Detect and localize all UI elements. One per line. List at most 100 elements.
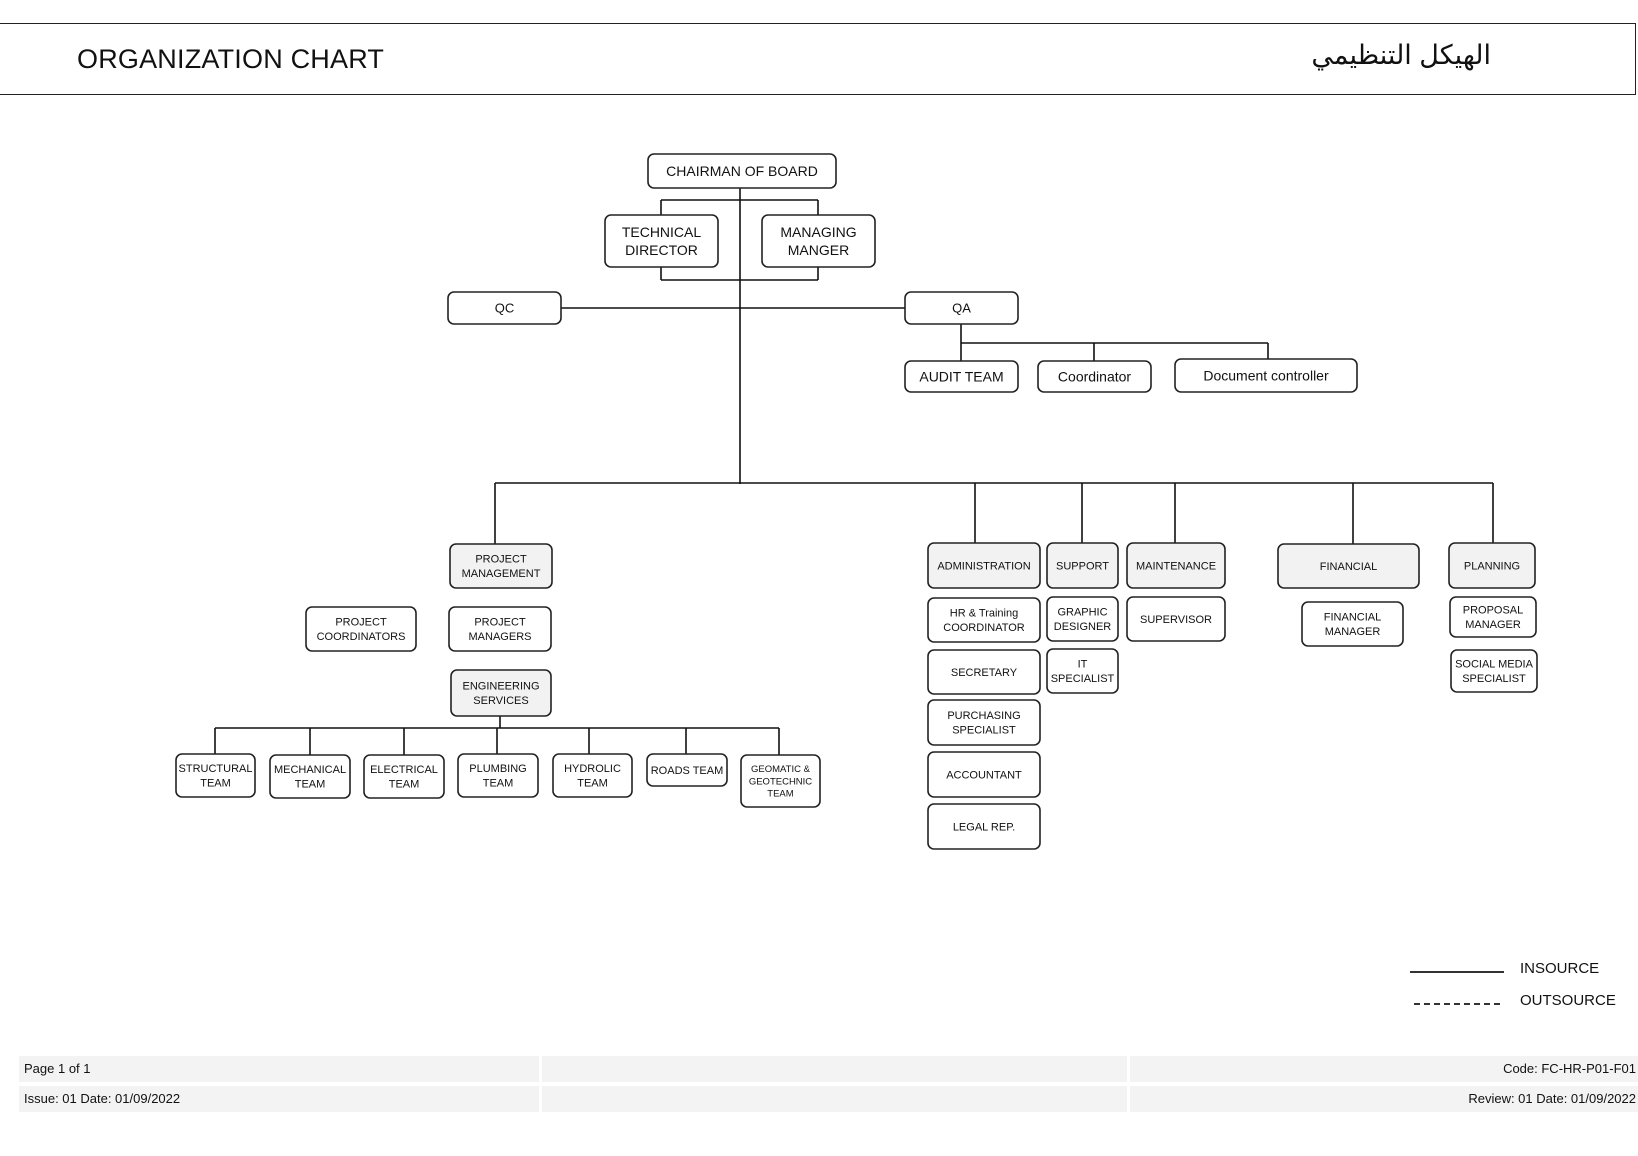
- secretary-box-label: SECRETARY: [951, 667, 1018, 679]
- qa-box: QA: [904, 291, 1019, 325]
- plumbing-team-box-label: TEAM: [483, 778, 514, 790]
- qc-box: QC: [447, 291, 562, 325]
- mechanical-team-box: MECHANICAL TEAM: [269, 754, 351, 799]
- proposal-manager-box-label: MANAGER: [1465, 619, 1521, 631]
- review-date: Review: 01 Date: 01/09/2022: [1130, 1086, 1638, 1112]
- structural-team-box-label: TEAM: [200, 778, 231, 790]
- mechanical-team-box-label: MECHANICAL: [274, 764, 346, 776]
- project-management-box-frame: [449, 543, 553, 589]
- purchasing-specialist-box-label: SPECIALIST: [952, 725, 1016, 737]
- engineering-services-box: ENGINEERING SERVICES: [450, 669, 552, 717]
- managing-manager-box-label: MANGER: [788, 242, 849, 258]
- document-controller-box: Document controller: [1174, 358, 1358, 393]
- it-specialist-box-label: IT: [1078, 659, 1088, 671]
- technical-director-box-label: TECHNICAL: [622, 224, 702, 240]
- technical-director-box: TECHNICAL DIRECTOR: [604, 214, 719, 268]
- purchasing-specialist-box-label: PURCHASING: [947, 710, 1020, 722]
- chairman-box: CHAIRMAN OF BOARD: [647, 153, 837, 189]
- accountant-box-label: ACCOUNTANT: [946, 769, 1022, 781]
- project-management-box-label: PROJECT: [475, 554, 527, 566]
- graphic-designer-box-label: GRAPHIC: [1057, 607, 1107, 619]
- project-coordinators-box-label: COORDINATORS: [317, 631, 406, 643]
- footer-row-2: Issue: 01 Date: 01/09/2022 Review: 01 Da…: [19, 1086, 1638, 1112]
- maintenance-box-frame: [1126, 542, 1226, 589]
- audit-team-box-frame: [904, 360, 1019, 393]
- administration-box-frame: [927, 542, 1041, 589]
- legend-outsource: OUTSOURCE: [1410, 992, 1630, 1016]
- managing-manager-box: MANAGING MANGER: [761, 214, 876, 268]
- connector-lines: [214, 188, 1494, 755]
- project-coordinators-box-label: PROJECT: [335, 617, 387, 629]
- plumbing-team-box-frame: [457, 753, 539, 798]
- social-media-specialist-box-label: SOCIAL MEDIA: [1455, 659, 1533, 671]
- legal-rep-box-frame: [927, 803, 1041, 850]
- audit-team-box: AUDIT TEAM: [904, 360, 1019, 393]
- footer-spacer: [542, 1056, 1127, 1082]
- project-managers-box-label: MANAGERS: [469, 631, 532, 643]
- proposal-manager-box-label: PROPOSAL: [1463, 605, 1524, 617]
- solid-line-sample: [1410, 971, 1504, 973]
- it-specialist-box-frame: [1046, 648, 1119, 694]
- administration-box-label: ADMINISTRATION: [937, 560, 1030, 572]
- maintenance-box: MAINTENANCE: [1126, 542, 1226, 589]
- hr-coordinator-box-frame: [927, 597, 1041, 643]
- qa-box-label: QA: [952, 301, 971, 316]
- social-media-specialist-box-frame: [1450, 649, 1538, 693]
- support-box: SUPPORT: [1046, 542, 1119, 589]
- engineering-services-box-label: ENGINEERING: [462, 681, 539, 693]
- roads-team-box-frame: [646, 753, 728, 787]
- geomatic-team-box-label: TEAM: [767, 789, 793, 800]
- roads-team-box: ROADS TEAM: [646, 753, 728, 787]
- coordinator-box: Coordinator: [1037, 360, 1152, 393]
- footer-row-1: Page 1 of 1 Code: FC-HR-P01-F01: [19, 1056, 1638, 1082]
- geomatic-team-box-label: GEOTECHNIC: [749, 776, 812, 787]
- page-title-arabic: الهيكل التنظيمي: [1311, 40, 1491, 70]
- supervisor-box: SUPERVISOR: [1126, 596, 1226, 642]
- managing-manager-box-label: MANAGING: [780, 224, 856, 240]
- accountant-box-frame: [927, 751, 1041, 798]
- coordinator-box-label: Coordinator: [1058, 368, 1131, 384]
- chairman-box-label: CHAIRMAN OF BOARD: [666, 163, 818, 179]
- financial-box: FINANCIAL: [1277, 543, 1420, 589]
- hydrolic-team-box-label: HYDROLIC: [564, 763, 621, 775]
- project-managers-box-label: PROJECT: [474, 617, 526, 629]
- document-controller-box-frame: [1174, 358, 1358, 393]
- geomatic-team-box-frame: [740, 754, 821, 808]
- legal-rep-box-label: LEGAL REP.: [953, 821, 1015, 833]
- project-managers-box-frame: [448, 606, 552, 652]
- support-box-frame: [1046, 542, 1119, 589]
- legend-insource: INSOURCE: [1410, 960, 1630, 984]
- project-coordinators-box: PROJECT COORDINATORS: [305, 606, 417, 652]
- mechanical-team-box-label: TEAM: [295, 779, 326, 791]
- technical-director-box-label: DIRECTOR: [625, 242, 698, 258]
- hydrolic-team-box-label: TEAM: [577, 778, 608, 790]
- engineering-services-box-frame: [450, 669, 552, 717]
- electrical-team-box-frame: [363, 754, 445, 799]
- planning-box: PLANNING: [1448, 542, 1536, 589]
- hr-coordinator-box-label: COORDINATOR: [943, 622, 1025, 634]
- project-management-box: PROJECT MANAGEMENT: [449, 543, 553, 589]
- planning-box-frame: [1448, 542, 1536, 589]
- roads-team-box-label: ROADS TEAM: [651, 765, 724, 777]
- financial-manager-box-frame: [1301, 601, 1404, 647]
- administration-box: ADMINISTRATION: [927, 542, 1041, 589]
- social-media-specialist-box-label: SPECIALIST: [1462, 673, 1526, 685]
- qc-box-frame: [447, 291, 562, 325]
- project-coordinators-box-frame: [305, 606, 417, 652]
- project-management-box-label: MANAGEMENT: [462, 568, 541, 580]
- chairman-box-frame: [647, 153, 837, 189]
- page-title: ORGANIZATION CHART: [77, 44, 385, 74]
- supervisor-box-frame: [1126, 596, 1226, 642]
- legal-rep-box: LEGAL REP.: [927, 803, 1041, 850]
- social-media-specialist-box: SOCIAL MEDIA SPECIALIST: [1450, 649, 1538, 693]
- engineering-services-box-label: SERVICES: [473, 695, 528, 707]
- legend-insource-label: INSOURCE: [1520, 960, 1600, 977]
- hydrolic-team-box-frame: [552, 753, 633, 798]
